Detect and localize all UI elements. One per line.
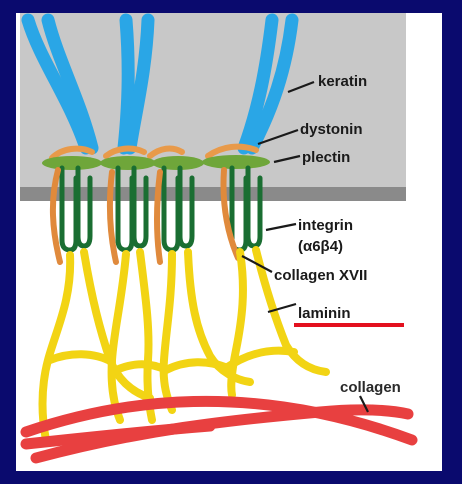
plectin-blob (100, 156, 156, 170)
label-collagen-xvii: collagen XVII (274, 267, 367, 284)
label-keratin: keratin (318, 73, 367, 90)
label-plectin: plectin (302, 149, 350, 166)
label-integrin: integrin (298, 217, 353, 234)
plectin-blob (42, 156, 102, 170)
label-collagen: collagen (340, 379, 401, 396)
laminin-highlight-underline (294, 323, 404, 327)
collagen-xvii-strand (157, 172, 160, 262)
plectin-blob (202, 155, 270, 169)
label-integrin-subunits: (α6β4) (298, 238, 343, 255)
label-laminin: laminin (298, 305, 351, 322)
label-dystonin: dystonin (300, 121, 363, 138)
